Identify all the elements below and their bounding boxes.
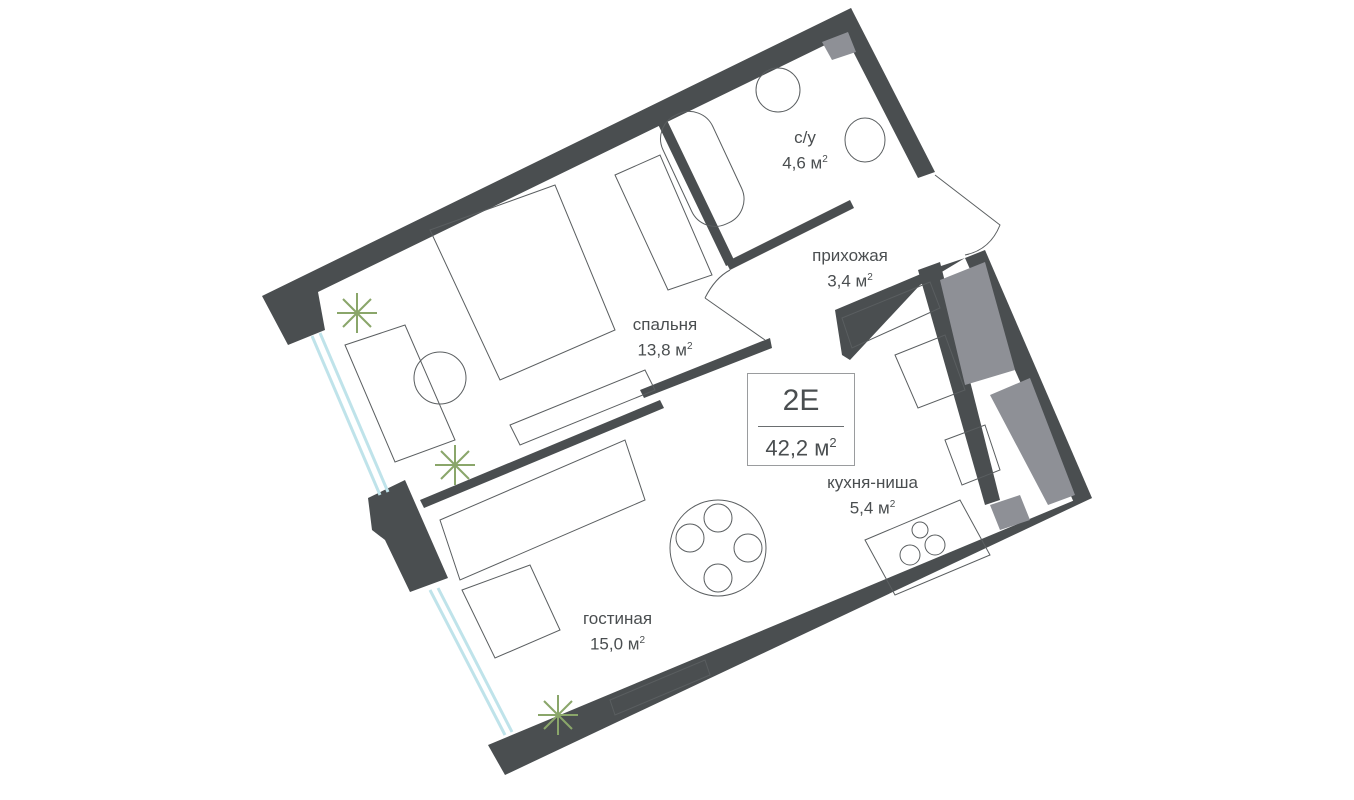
badge-divider <box>758 426 844 427</box>
top-wall <box>262 8 860 345</box>
bathroom-right-wall <box>840 8 935 178</box>
room-living: гостиная 15,0 м2 <box>570 608 665 656</box>
plant-icon <box>435 445 475 485</box>
shaft <box>990 495 1030 530</box>
dining-plate <box>703 503 733 533</box>
plants <box>337 293 578 735</box>
room-kitchen-niche: кухня-ниша 5,4 м2 <box>810 472 935 520</box>
area-sup: 2 <box>686 341 693 352</box>
room-area: 3,4 м <box>827 271 868 291</box>
dining-table <box>669 499 767 597</box>
room-hallway: прихожая 3,4 м2 <box>800 245 900 293</box>
window-line <box>318 332 390 493</box>
shaft <box>990 378 1075 505</box>
furniture <box>344 67 1001 716</box>
bottom-wall-outer <box>488 498 1092 775</box>
stove-burner <box>911 521 929 539</box>
bedroom-door <box>704 269 766 341</box>
room-name: кухня-ниша <box>827 473 918 492</box>
dining-plate <box>703 563 733 593</box>
apartment-badge: 2E 42,2 м2 <box>747 373 855 466</box>
kitchen-sink <box>944 424 1001 486</box>
room-name: прихожая <box>812 246 888 265</box>
dining-plate <box>733 533 763 563</box>
walls <box>262 8 1092 775</box>
left-pier <box>368 480 448 592</box>
room-bedroom: спальня 13,8 м2 <box>620 314 710 362</box>
tv-stand-living <box>609 659 711 716</box>
apartment-total-area: 42,2 м <box>765 435 830 461</box>
area-sup: 2 <box>867 272 873 283</box>
shaft <box>822 32 856 60</box>
window-line <box>310 335 382 496</box>
kitchen-counter <box>864 499 991 596</box>
toilet <box>844 117 886 163</box>
wardrobe <box>614 154 713 291</box>
fridge <box>894 334 966 409</box>
bath-bottom-wall <box>726 200 854 270</box>
room-area: 13,8 м <box>637 340 687 360</box>
bedroom-wall <box>640 338 772 398</box>
entry-door <box>934 174 1001 256</box>
hall-wardrobe <box>841 281 941 349</box>
dining-plate <box>675 523 705 553</box>
kitchen-top-wall <box>835 258 965 360</box>
stove-burner <box>899 544 921 566</box>
windows <box>310 332 514 736</box>
area-sup: 2 <box>822 154 828 165</box>
bedroom-living-wall <box>420 400 664 508</box>
chair <box>413 351 467 405</box>
hall-partition <box>918 262 1000 505</box>
area-sup: 2 <box>829 435 837 450</box>
sink <box>755 67 801 113</box>
shafts <box>822 32 1075 530</box>
tv-stand <box>509 369 656 446</box>
area-sup: 2 <box>639 635 646 646</box>
room-bathroom: с/у 4,6 м2 <box>770 127 840 175</box>
bath-closet-wall <box>655 114 735 266</box>
area-sup: 2 <box>889 499 896 510</box>
room-name: с/у <box>794 128 816 147</box>
plant-icon <box>538 695 578 735</box>
stove-burner <box>924 534 946 556</box>
room-name: гостиная <box>582 609 653 628</box>
window-line <box>436 587 514 733</box>
bathtub <box>660 110 745 227</box>
room-area: 5,4 м <box>849 498 890 518</box>
window-line <box>428 589 507 736</box>
bed <box>429 184 616 381</box>
desk <box>344 324 456 463</box>
apartment-code: 2E <box>782 384 820 417</box>
room-area: 4,6 м <box>782 153 823 173</box>
shaft <box>940 262 1015 385</box>
coffee-table <box>461 564 561 659</box>
room-name: спальня <box>632 315 698 334</box>
room-area: 15,0 м <box>589 634 640 654</box>
plant-icon <box>337 293 377 333</box>
sofa <box>439 439 646 581</box>
